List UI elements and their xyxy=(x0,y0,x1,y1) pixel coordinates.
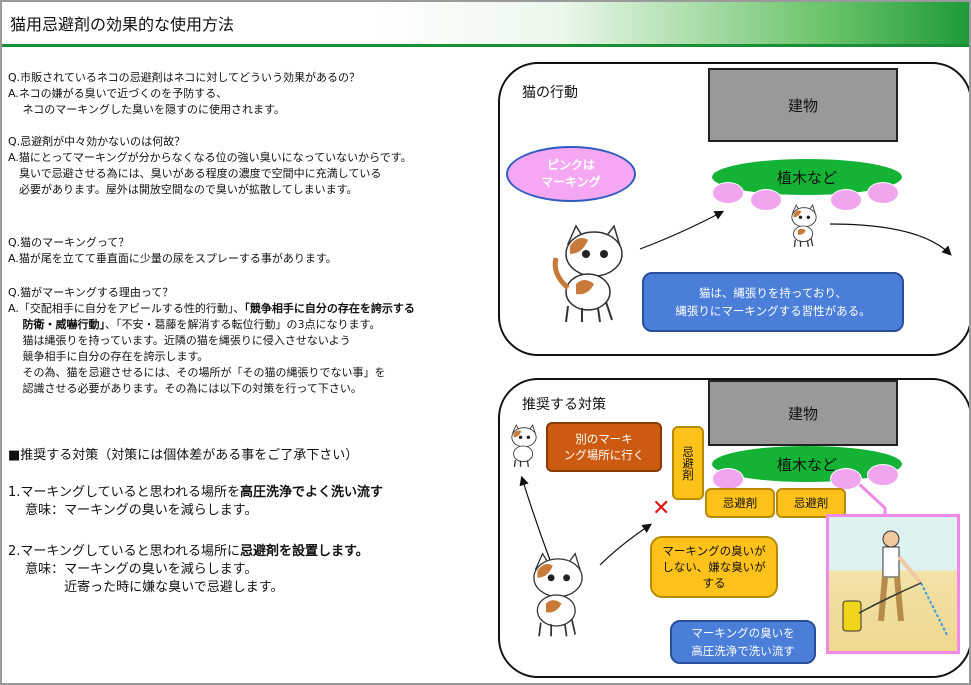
item-meaning: 近寄った時に嫌な臭いで忌避します。 xyxy=(8,580,284,595)
repellent-label: 忌避剤 xyxy=(793,496,829,510)
note-line: ング場所に行く xyxy=(563,448,645,462)
qa-answer: 、「不安・葛藤を解消する転位行動」の3点になります。 xyxy=(105,318,381,331)
qa-question: Q.猫のマーキングって？ xyxy=(8,236,130,249)
measure-arrows xyxy=(519,475,887,566)
qa-answer-bold: 「競争相手に自分の存在を誇示する xyxy=(244,302,415,315)
qa-answer: A.猫が尾を立てて垂直面に少量の尿をスプレーする事があります。 xyxy=(8,252,337,265)
qa-answer: その為、猫を忌避させるには、その場所が「その猫の縄張りでない事」を xyxy=(22,366,386,379)
building-label: 建物 xyxy=(787,96,818,115)
page-title: 猫用忌避剤の効果的な使用方法 xyxy=(10,15,235,34)
behavior-note: 猫は、縄張りを持っており、縄張りにマーキングする習性がある。 xyxy=(642,272,904,332)
item-emphasis: 高圧洗浄でよく洗い流す xyxy=(239,485,383,500)
cat-illustration xyxy=(552,224,623,323)
repellent-tag-vertical: 忌避剤 xyxy=(672,426,704,500)
marking-legend: ピンクはマーキング xyxy=(506,146,636,202)
person-washing-icon xyxy=(842,530,948,636)
item-meaning: 意味：マーキングの臭いを減らします。 xyxy=(8,503,258,518)
marking-spot xyxy=(867,182,899,204)
item-lead: 1.マーキングしていると思われる場所を xyxy=(8,485,240,500)
qa-answer-bold: 防衛・威嚇行動」 xyxy=(22,318,106,331)
behavior-arrows xyxy=(639,210,952,256)
qa-block-3: Q.猫のマーキングって？ A.猫が尾を立てて垂直面に少量の尿をスプレーする事があ… xyxy=(8,235,337,267)
item-lead: 2.マーキングしていると思われる場所に xyxy=(8,544,240,559)
panel-title: 推奨する対策 xyxy=(522,397,606,413)
plants-label: 植木など xyxy=(776,168,837,187)
building: 建物 xyxy=(708,380,898,446)
qa-answer: 認識させる必要があります。その為には以下の対策を行って下さい。 xyxy=(22,382,362,395)
note-line: マーキングの臭いが xyxy=(662,544,766,558)
no-marking-smell-note: マーキングの臭いがしない、嫌な臭いがする xyxy=(650,536,778,598)
marking-spot xyxy=(750,189,782,211)
pressure-wash-illustration xyxy=(826,514,960,654)
note-line: 縄張りにマーキングする習性がある。 xyxy=(675,304,871,318)
repellent-tag: 忌避剤 xyxy=(705,488,775,518)
building-label: 建物 xyxy=(787,404,818,423)
cross-mark-icon: ✕ xyxy=(652,496,671,521)
plants: 植木など xyxy=(712,159,902,195)
plants-label: 植木など xyxy=(776,455,837,474)
item-meaning: 意味：マーキングの臭いを減らします。 xyxy=(8,562,258,577)
note-line: 高圧洗浄で洗い流す xyxy=(691,644,795,658)
note-line: 猫は、縄張りを持っており、 xyxy=(698,286,848,300)
note-line: 別のマーキ xyxy=(575,432,633,446)
item-emphasis: 忌避剤を設置します。 xyxy=(239,544,369,559)
panel-recommended-measures: 推奨する対策 建物 植木など 別のマーキング場所に行く 忌避剤 忌避剤 忌避剤 … xyxy=(498,378,969,678)
qa-question: Q.市販されているネコの忌避剤はネコに対してどういう効果があるの？ xyxy=(8,71,361,84)
note-line: する xyxy=(702,576,726,590)
building: 建物 xyxy=(708,68,898,142)
cat-illustration-small xyxy=(791,204,817,247)
panel-title: 猫の行動 xyxy=(522,85,578,101)
pressure-wash-note: マーキングの臭いを高圧洗浄で洗い流す xyxy=(670,620,816,664)
qa-answer: A.猫にとってマーキングが分からなくなる位の強い臭いになっていないからです。 xyxy=(8,151,412,164)
qa-answer: 必要があります。屋外は開放空間なので臭いが拡散してしまいます。 xyxy=(8,183,358,196)
qa-question: Q.忌避剤が中々効かないのは何故？ xyxy=(8,135,186,148)
marking-spot xyxy=(830,468,862,490)
qa-block-2: Q.忌避剤が中々効かないのは何故？ A.猫にとってマーキングが分からなくなる位の… xyxy=(8,134,412,198)
marking-spot xyxy=(712,468,744,490)
qa-answer: ネコのマーキングした臭いを隠すのに使用されます。 xyxy=(8,103,285,116)
qa-block-1: Q.市販されているネコの忌避剤はネコに対してどういう効果があるの？ A.ネコの嫌… xyxy=(8,70,360,118)
qa-question: Q.猫がマーキングする理由って？ xyxy=(8,286,174,299)
qa-block-4: Q.猫がマーキングする理由って？ A.「交配相手に自分をアピールする性的行動」、… xyxy=(8,285,415,397)
alternative-site-note: 別のマーキング場所に行く xyxy=(546,422,662,472)
repellent-tag: 忌避剤 xyxy=(776,488,846,518)
page-header: 猫用忌避剤の効果的な使用方法 xyxy=(2,2,969,47)
marking-spot xyxy=(712,182,744,204)
qa-answer: 競争相手に自分の存在を誇示します。 xyxy=(22,350,209,363)
cat-illustration xyxy=(533,552,583,637)
panel-cat-behavior: 猫の行動 建物 植木など ピンクはマーキング 猫は、縄張りを持っており、縄張りに… xyxy=(498,62,969,356)
note-line: しない、嫌な臭いが xyxy=(662,560,766,574)
repellent-label: 忌避剤 xyxy=(722,496,758,510)
marking-spot xyxy=(867,464,899,486)
qa-answer: A.ネコの嫌がる臭いで近づくのを予防する、 xyxy=(8,87,228,100)
legend-line: マーキング xyxy=(541,175,601,189)
cat-illustration-small xyxy=(511,424,537,467)
recommendation-item-1: 1.マーキングしていると思われる場所を高圧洗浄でよく洗い流す 意味：マーキングの… xyxy=(8,484,383,520)
qa-answer: A.「交配相手に自分をアピールする性的行動」、 xyxy=(8,302,245,315)
qa-answer: 臭いで忌避させる為には、臭いがある程度の濃度で空間中に充満している xyxy=(8,167,382,180)
recommendation-heading: ■推奨する対策（対策には個体差がある事をご了承下さい） xyxy=(8,448,359,463)
recommendation-item-2: 2.マーキングしていると思われる場所に忌避剤を設置します。 意味：マーキングの臭… xyxy=(8,543,369,597)
legend-line: ピンクは xyxy=(546,158,595,172)
marking-spot xyxy=(830,189,862,211)
note-line: マーキングの臭いを xyxy=(691,626,795,640)
repellent-label: 忌避剤 xyxy=(681,445,695,481)
qa-answer: 猫は縄張りを持っています。近隣の猫を縄張りに侵入させないよう xyxy=(22,334,351,347)
